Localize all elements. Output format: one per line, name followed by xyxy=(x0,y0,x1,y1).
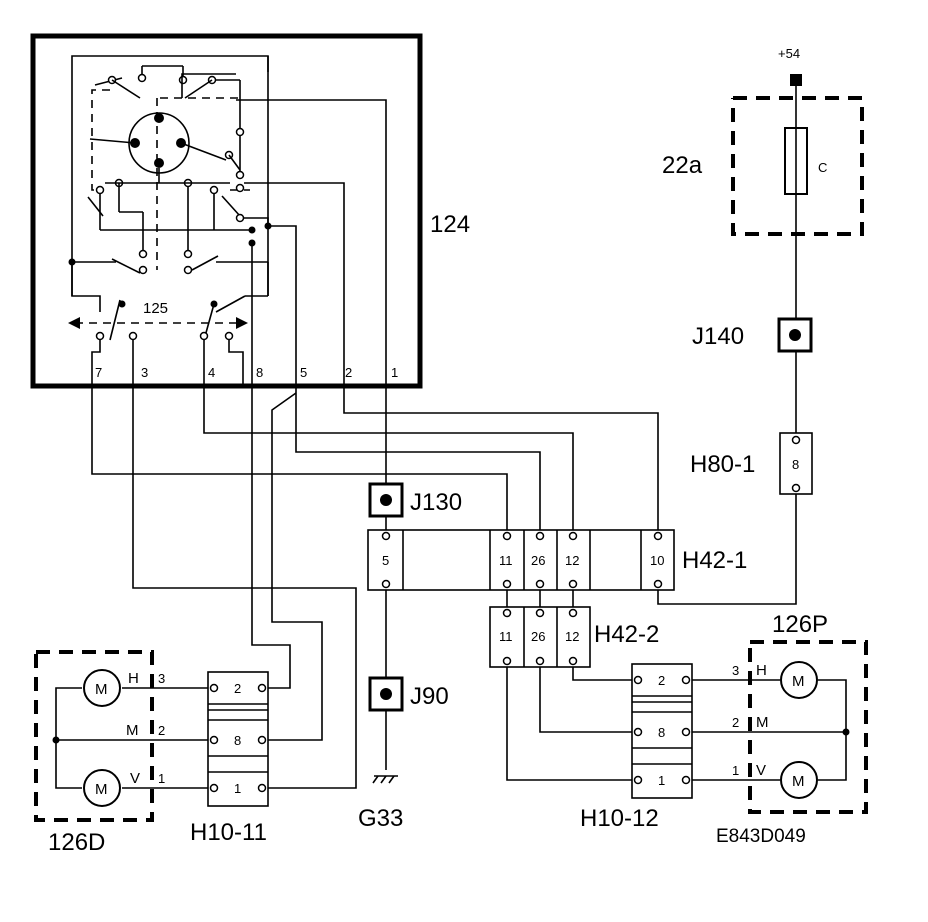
h42-1-label: H42-1 xyxy=(682,547,747,574)
supply-label: +54 xyxy=(778,46,800,61)
h42-1-pin-5: 5 xyxy=(382,553,389,568)
external-wires xyxy=(56,84,846,789)
right-motor-bottom-symbol: M xyxy=(792,773,805,790)
h10-11-pin-1: 1 xyxy=(234,781,241,796)
h80-label: H80-1 xyxy=(690,451,755,478)
connector-h10-11 xyxy=(207,671,269,807)
fuse-letter: C xyxy=(818,160,827,175)
ground-label: G33 xyxy=(358,805,403,832)
h42-1-pin-12: 12 xyxy=(565,553,579,568)
left-wire-num-2: 2 xyxy=(158,723,165,738)
relay-pin-labels: 7 3 4 8 5 2 1 xyxy=(95,365,398,380)
ground-symbol xyxy=(372,775,398,784)
relay-pin-7: 7 xyxy=(95,365,102,380)
right-wire-num-1: 1 xyxy=(732,763,739,778)
right-motor-label: 126P xyxy=(772,611,828,638)
connector-h80 xyxy=(779,432,813,495)
left-wire-m: M xyxy=(126,722,139,739)
relay-pin-4: 4 xyxy=(208,365,215,380)
left-wire-v: V xyxy=(130,770,140,787)
relay-box-124 xyxy=(30,33,423,389)
supply-terminal xyxy=(790,74,802,86)
h42-1-pin-10: 10 xyxy=(650,553,664,568)
connector-j140 xyxy=(777,317,813,353)
h42-2-label: H42-2 xyxy=(594,621,659,648)
connector-h42-1 xyxy=(367,529,675,591)
fuse-box xyxy=(731,74,864,236)
left-wire-num-3: 3 xyxy=(158,671,165,686)
j140-label: J140 xyxy=(692,323,744,350)
relay-pin-3: 3 xyxy=(141,365,148,380)
right-motor-top-symbol: M xyxy=(792,673,805,690)
left-motor-top-symbol: M xyxy=(95,681,108,698)
h10-12-pin-8: 8 xyxy=(658,725,665,740)
motor-assembly-right xyxy=(748,640,868,814)
switch-125-label: 125 xyxy=(143,300,168,317)
relay-pin-2: 2 xyxy=(345,365,352,380)
h10-12-pin-2: 2 xyxy=(658,673,665,688)
connector-j130 xyxy=(368,482,404,518)
left-motor-bottom-symbol: M xyxy=(95,781,108,798)
h80-pin: 8 xyxy=(792,457,799,472)
h10-11-pin-2: 2 xyxy=(234,681,241,696)
connector-j90 xyxy=(368,676,404,712)
h42-2-pin-11: 11 xyxy=(499,629,513,644)
connector-h10-12 xyxy=(631,663,693,799)
h10-11-label: H10-11 xyxy=(190,819,267,846)
right-wire-v: V xyxy=(756,762,766,779)
connector-h42-2 xyxy=(489,590,591,668)
h10-12-label: H10-12 xyxy=(580,805,659,832)
right-wire-h: H xyxy=(756,662,767,679)
relay-pin-5: 5 xyxy=(300,365,307,380)
fuse-box-label: 22a xyxy=(662,152,703,179)
h42-1-pin-11: 11 xyxy=(499,553,513,568)
j130-label: J130 xyxy=(410,489,462,516)
relay-pin-1: 1 xyxy=(391,365,398,380)
document-reference: E843D049 xyxy=(716,826,806,847)
h42-1-pin-26: 26 xyxy=(531,553,545,568)
left-wire-num-1: 1 xyxy=(158,771,165,786)
h42-2-pin-26: 26 xyxy=(531,629,545,644)
left-motor-label: 126D xyxy=(48,829,105,856)
h42-2-pin-12: 12 xyxy=(565,629,579,644)
j90-label: J90 xyxy=(410,683,449,710)
right-wire-num-3: 3 xyxy=(732,663,739,678)
left-wire-h: H xyxy=(128,670,139,687)
motor-assembly-left xyxy=(34,650,154,822)
right-wire-m: M xyxy=(756,714,769,731)
relay-pin-8: 8 xyxy=(256,365,263,380)
h10-12-pin-1: 1 xyxy=(658,773,665,788)
h10-11-pin-8: 8 xyxy=(234,733,241,748)
right-wire-num-2: 2 xyxy=(732,715,739,730)
relay-box-label: 124 xyxy=(430,211,470,238)
